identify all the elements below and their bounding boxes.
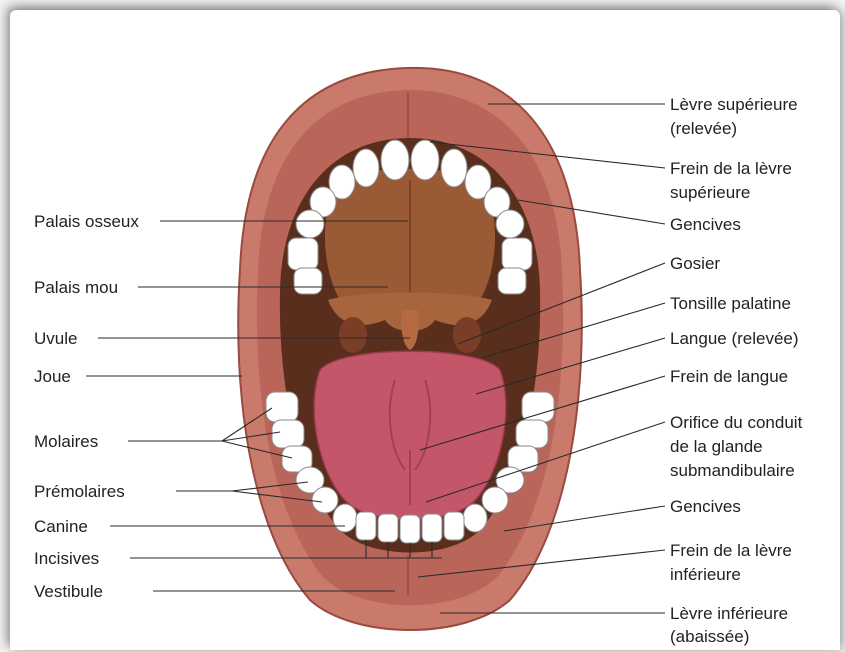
label-gencives-bas: Gencives bbox=[670, 497, 741, 516]
label-gencives-haut: Gencives bbox=[670, 215, 741, 234]
label-vestibule: Vestibule bbox=[34, 582, 103, 601]
label-molaires: Molaires bbox=[34, 432, 98, 451]
label-langue: Langue (relevée) bbox=[670, 329, 799, 348]
label-orifice-3: submandibulaire bbox=[670, 461, 795, 480]
label-levre-sup-2: (relevée) bbox=[670, 119, 737, 138]
label-frein-levre-sup-1: Frein de la lèvre bbox=[670, 159, 792, 178]
label-palais-mou: Palais mou bbox=[34, 278, 118, 297]
label-orifice-1: Orifice du conduit bbox=[670, 413, 803, 432]
label-joue: Joue bbox=[34, 367, 71, 386]
tonsil-right bbox=[453, 317, 481, 353]
label-uvule: Uvule bbox=[34, 329, 77, 348]
label-frein-levre-sup-2: supérieure bbox=[670, 183, 750, 202]
label-frein-levre-inf-1: Frein de la lèvre bbox=[670, 541, 792, 560]
label-frein-levre-inf-2: inférieure bbox=[670, 565, 741, 584]
label-levre-sup-1: Lèvre supérieure bbox=[670, 95, 798, 114]
label-gosier: Gosier bbox=[670, 254, 720, 273]
label-premolaires: Prémolaires bbox=[34, 482, 125, 501]
right-labels: Lèvre supérieure (relevée) Frein de la l… bbox=[670, 95, 803, 646]
label-frein-langue: Frein de langue bbox=[670, 367, 788, 386]
label-incisives: Incisives bbox=[34, 549, 99, 568]
label-levre-inf-2: (abaissée) bbox=[670, 627, 749, 646]
mouth-anatomy-diagram: Palais osseux Palais mou Uvule Joue Mola… bbox=[10, 10, 845, 652]
label-levre-inf-1: Lèvre inférieure bbox=[670, 604, 788, 623]
tonsil-left bbox=[339, 317, 367, 353]
label-tonsille: Tonsille palatine bbox=[670, 294, 791, 313]
left-labels: Palais osseux Palais mou Uvule Joue Mola… bbox=[34, 212, 139, 601]
label-palais-osseux: Palais osseux bbox=[34, 212, 139, 231]
label-canine: Canine bbox=[34, 517, 88, 536]
figure-frame: Palais osseux Palais mou Uvule Joue Mola… bbox=[10, 10, 840, 650]
label-orifice-2: de la glande bbox=[670, 437, 763, 456]
